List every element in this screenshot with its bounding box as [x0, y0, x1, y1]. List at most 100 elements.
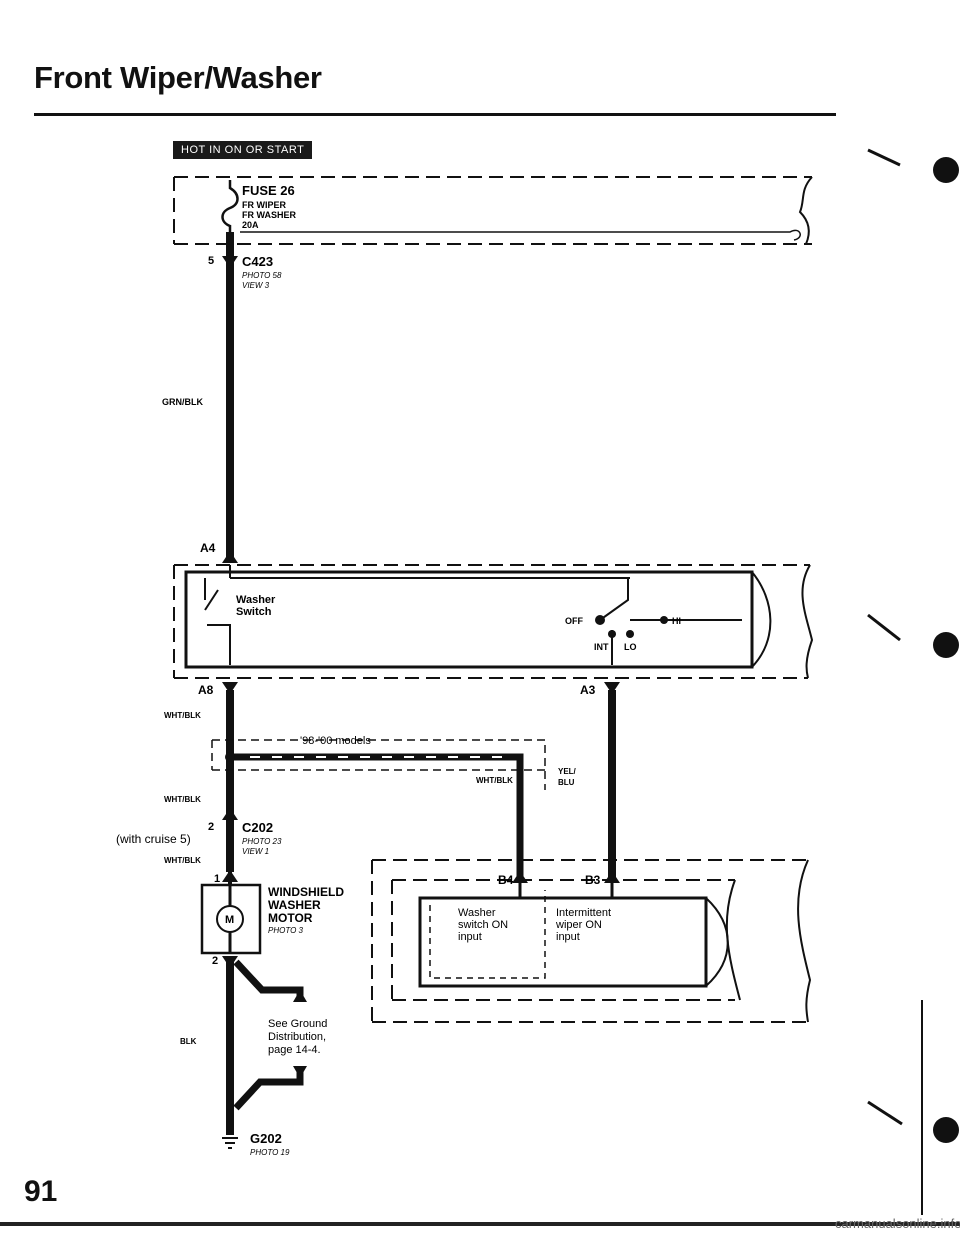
- wire-label-grn-blk: GRN/BLK: [162, 397, 203, 407]
- wire-label-wht-blk-2: WHT/BLK: [164, 795, 201, 804]
- g202-photo: PHOTO 19: [250, 1148, 290, 1157]
- pin2-connector-mark: [222, 956, 238, 968]
- models-box: [211, 739, 546, 790]
- wiper-input-1: Intermittent: [556, 907, 611, 919]
- edge-mark-2: [867, 613, 901, 642]
- a3-connector-mark: [604, 682, 620, 694]
- ground-branch-lower: [233, 1068, 304, 1111]
- right-tab-2: [933, 632, 959, 658]
- wiper-switch-off: OFF: [565, 616, 583, 626]
- c202-connector-mark: [222, 808, 238, 820]
- c202-name: C202: [242, 820, 273, 835]
- b4-connector-mark: [512, 871, 528, 883]
- ground-note-3: page 14-4.: [268, 1044, 321, 1056]
- motor-symbol-label: M: [225, 914, 234, 926]
- wire-label-wht-blk-models: WHT/BLK: [476, 776, 513, 785]
- ground-arrow-down: [293, 1066, 307, 1078]
- wiper-input-2: wiper ON: [555, 919, 602, 931]
- switch-contact-int: [608, 630, 616, 638]
- control-unit-inner-right: [725, 879, 741, 1001]
- right-tab-3: [933, 1117, 959, 1143]
- a4-connector-mark: [222, 551, 238, 563]
- switch-inner-right: [751, 571, 772, 668]
- wiper-switch-lo: LO: [624, 642, 637, 652]
- wiper-switch-int: INT: [594, 642, 609, 652]
- wire-label-wht-blk-3: WHT/BLK: [164, 856, 201, 865]
- c423-connector-mark: [222, 256, 238, 268]
- switch-inner-box: [184, 570, 754, 669]
- control-unit-input-box: [418, 896, 708, 988]
- wiper-switch-hi: HI: [672, 616, 681, 626]
- c202-cruise-note: (with cruise 5): [116, 832, 191, 846]
- fuse-bus-line: [240, 229, 801, 241]
- motor-label-2: WASHER: [268, 898, 321, 912]
- ground-note-1: See Ground: [268, 1018, 327, 1030]
- page-number: 91: [24, 1175, 58, 1208]
- page-title: Front Wiper/Washer: [34, 60, 322, 95]
- motor-label-3: MOTOR: [268, 911, 313, 925]
- ground-note-2: Distribution,: [268, 1031, 326, 1043]
- fuse-box-outline: [173, 176, 812, 245]
- models-splice: [225, 752, 235, 762]
- washer-switch-label-1: Washer: [236, 594, 276, 606]
- washer-switch-line: [204, 565, 630, 600]
- pin-a4: A4: [200, 541, 216, 555]
- ground-symbol: [222, 1137, 238, 1149]
- c423-photo: PHOTO 58: [242, 271, 282, 280]
- control-unit-outer-right: [797, 859, 812, 1023]
- wiper-input-3: input: [556, 931, 580, 943]
- wire-label-yel-blu-2: BLU: [558, 778, 575, 787]
- c423-view: VIEW 3: [242, 281, 270, 290]
- pin-a3: A3: [580, 683, 596, 697]
- pin-2: 2: [212, 955, 218, 967]
- washer-input-3: input: [458, 931, 482, 943]
- ground-branch-upper: [233, 959, 304, 1000]
- washer-switch-arm: [204, 589, 231, 665]
- c423-pin: 5: [208, 255, 214, 267]
- c202-photo: PHOTO 23: [242, 837, 282, 846]
- g202-name: G202: [250, 1131, 282, 1146]
- edge-mark-1: [867, 148, 901, 167]
- fuse-symbol: [221, 180, 239, 232]
- washer-input-2: switch ON: [458, 919, 508, 931]
- fuse-rating: 20A: [242, 220, 259, 230]
- switch-contact-hi: [660, 616, 668, 624]
- wire-label-yel-blu-1: YEL/: [558, 767, 577, 776]
- fuse-name: FUSE 26: [242, 183, 295, 198]
- wiper-switch-arm: [599, 578, 742, 621]
- c202-view: VIEW 1: [242, 847, 269, 856]
- pin-a8: A8: [198, 683, 214, 697]
- models-branch-wire: [230, 753, 524, 878]
- edge-mark-3: [867, 1100, 903, 1126]
- switch-contact-lo: [626, 630, 634, 638]
- b3-connector-mark: [604, 871, 620, 883]
- pin-b4: B4: [498, 873, 514, 887]
- c202-pin: 2: [208, 821, 214, 833]
- washer-input-1: Washer: [458, 907, 496, 919]
- switch-housing-right: [801, 564, 814, 679]
- a8-connector-mark: [222, 682, 238, 694]
- pin-b3: B3: [585, 873, 601, 887]
- pin1-connector-mark: [222, 870, 238, 882]
- washer-input-dash-box: [429, 890, 546, 979]
- control-unit-inner: [391, 879, 735, 1001]
- control-unit-input-right: [705, 897, 729, 987]
- right-tab-1: [933, 157, 959, 183]
- motor-label-1: WINDSHIELD: [268, 885, 344, 899]
- switch-housing-outline: [173, 564, 810, 679]
- site-watermark: carmanualsonline.info: [835, 1216, 960, 1231]
- c423-name: C423: [242, 254, 273, 269]
- power-source-label: HOT IN ON OR START: [173, 141, 313, 159]
- wire-label-blk: BLK: [180, 1037, 197, 1046]
- control-unit-outer: [371, 859, 808, 1023]
- switch-contact-off: [595, 615, 605, 625]
- title-rule: [34, 113, 836, 116]
- pin-1: 1: [214, 873, 220, 885]
- motor-photo: PHOTO 3: [268, 926, 304, 935]
- models-note: '98-'00 models: [300, 735, 371, 747]
- fuse-box-right-edge: [798, 176, 813, 245]
- wire-label-wht-blk-1: WHT/BLK: [164, 711, 201, 720]
- ground-arrow-up: [293, 990, 307, 1002]
